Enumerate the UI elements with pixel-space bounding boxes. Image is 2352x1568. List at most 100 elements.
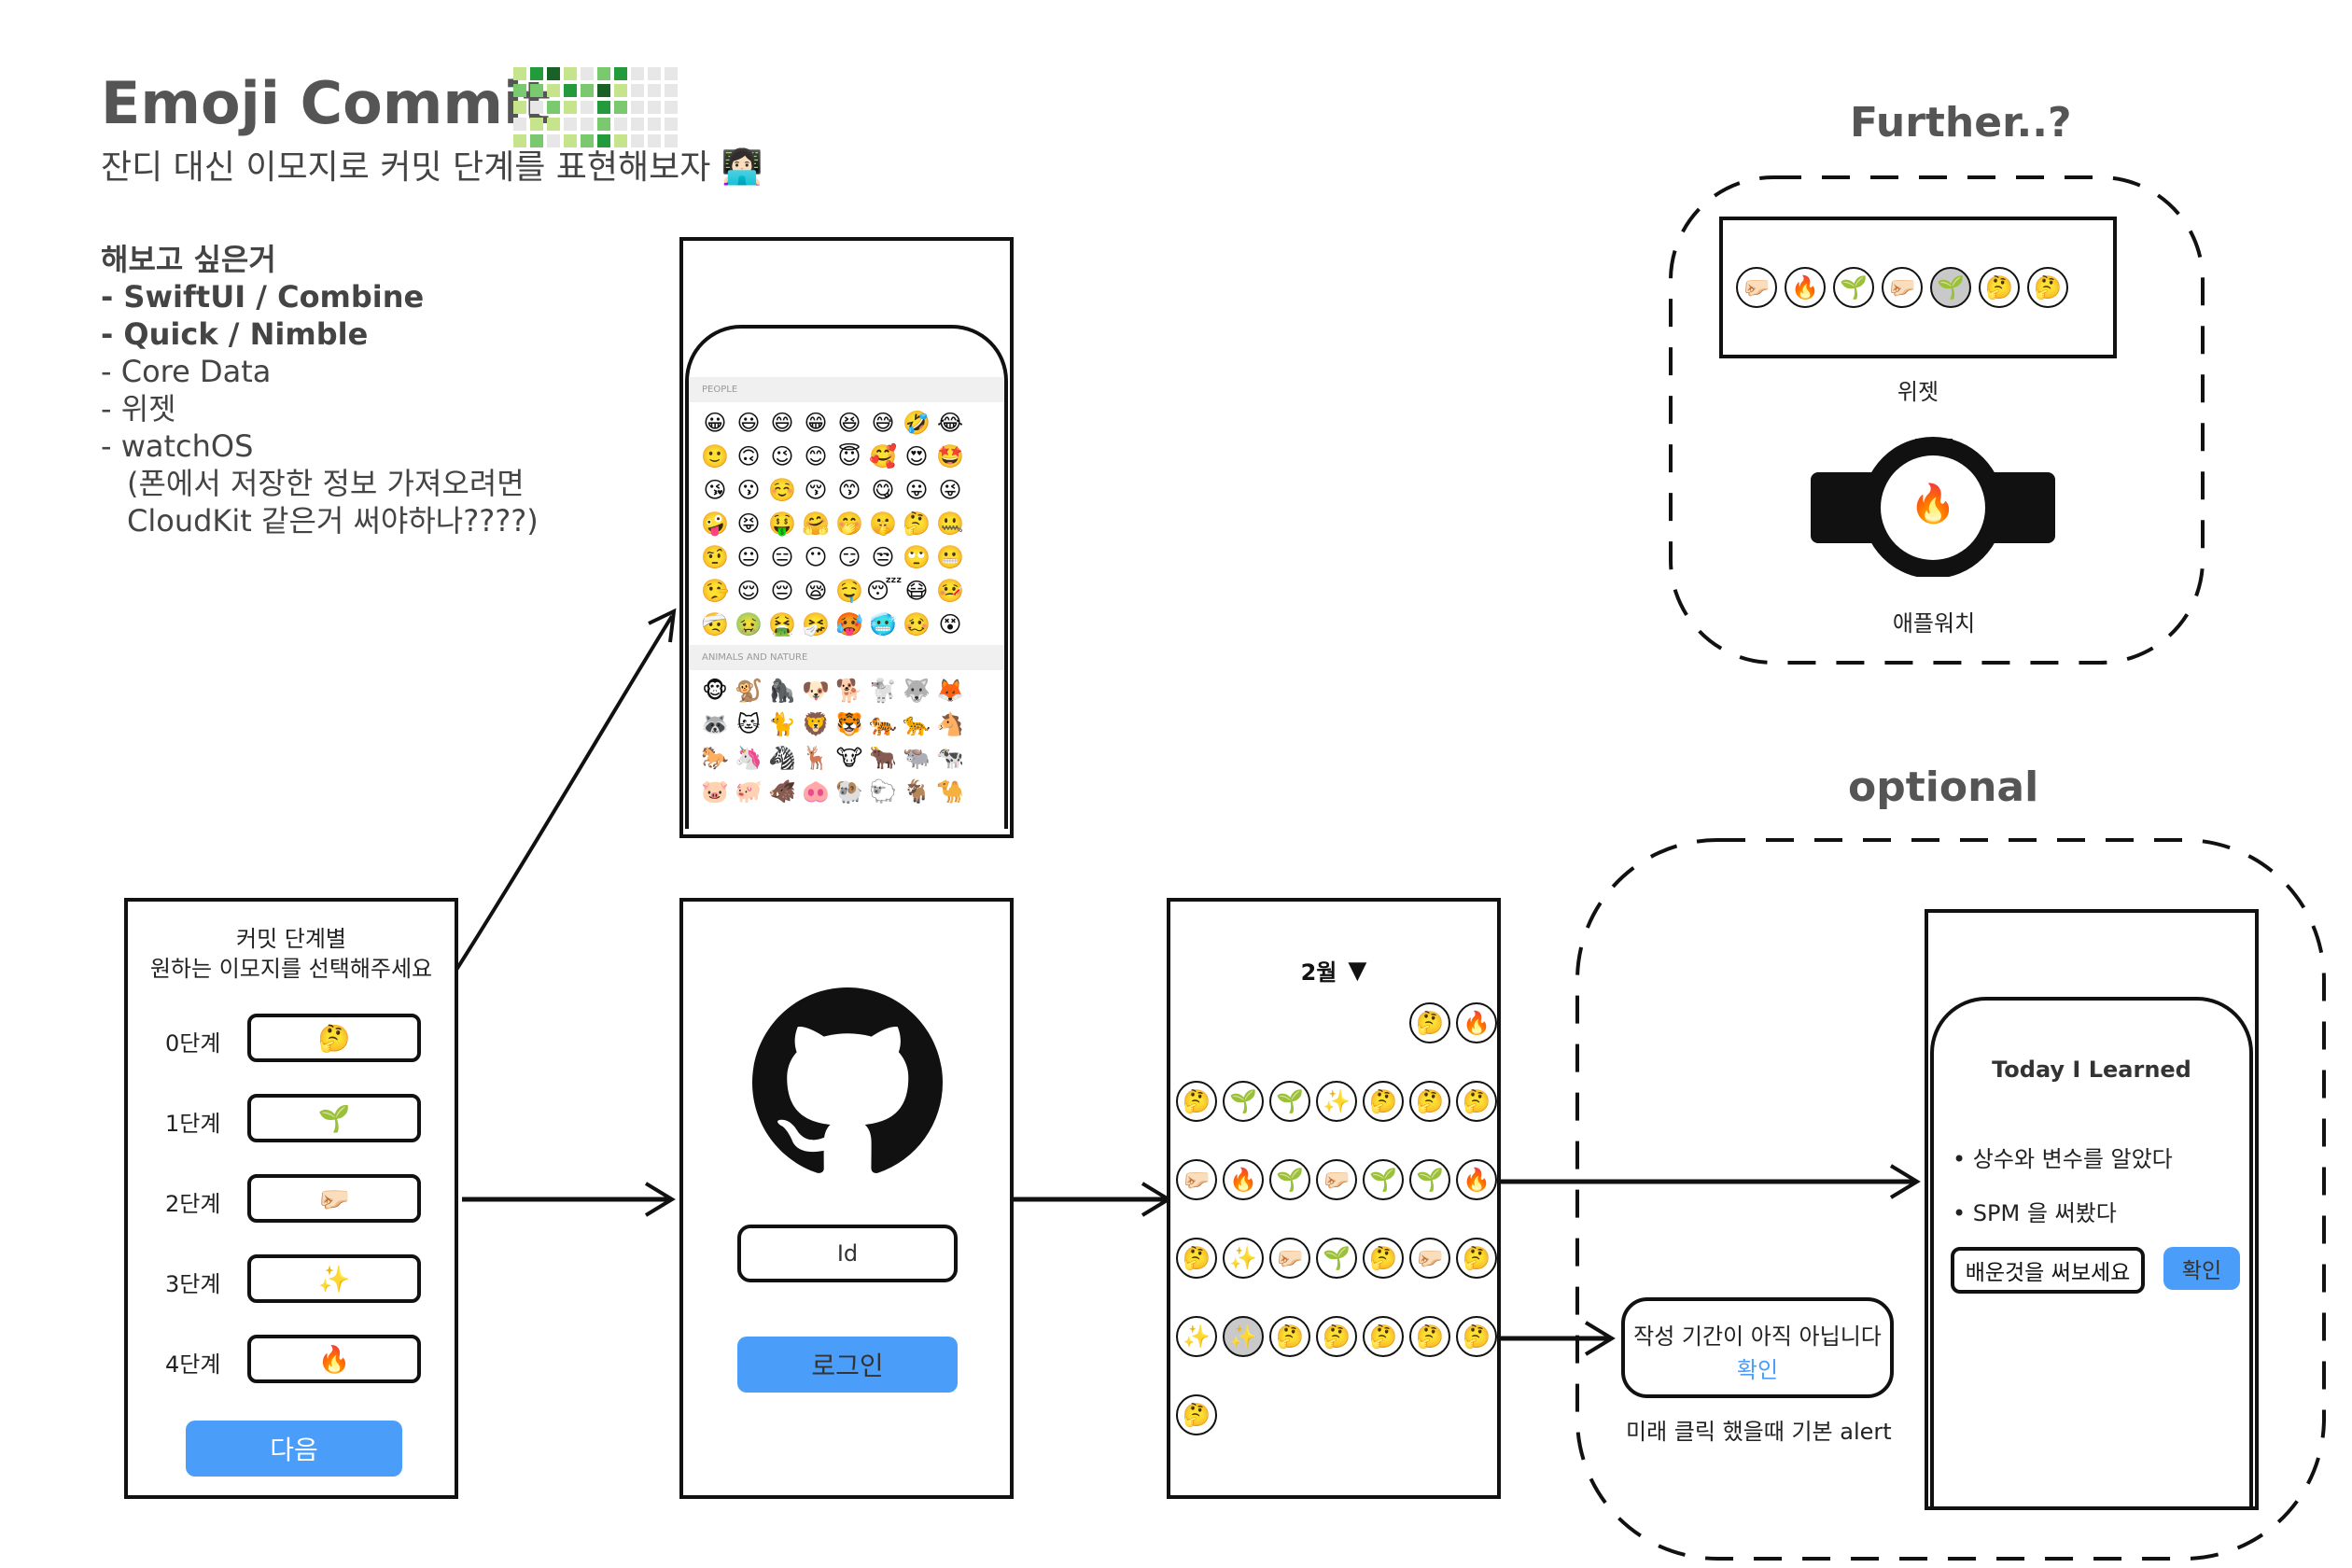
emoji-option[interactable]: 🐎 [701, 745, 729, 771]
emoji-option[interactable]: 🤒 [936, 578, 964, 604]
emoji-option[interactable]: 🐵 [702, 678, 728, 704]
calendar-day-cell[interactable]: 🤔 [1363, 1081, 1404, 1122]
emoji-option[interactable]: 🤔 [903, 511, 931, 537]
calendar-day-cell[interactable]: 🤔 [1456, 1238, 1497, 1279]
emoji-option[interactable]: 🤧 [802, 611, 830, 637]
calendar-day-cell[interactable]: 🤔 [1409, 1081, 1450, 1122]
emoji-option[interactable]: 🥴 [903, 611, 931, 637]
emoji-option[interactable]: 😁 [804, 410, 828, 436]
emoji-option[interactable]: 😄 [770, 410, 794, 436]
emoji-option[interactable]: 🙄 [903, 544, 931, 570]
emoji-option[interactable]: 🤩 [936, 443, 964, 469]
emoji-option[interactable]: 😐 [736, 544, 761, 570]
login-button[interactable]: 로그인 [737, 1337, 958, 1393]
emoji-option[interactable]: 😆 [837, 410, 861, 436]
emoji-option[interactable]: 🦊 [936, 678, 964, 704]
emoji-option[interactable]: 🐖 [735, 778, 763, 805]
emoji-option[interactable]: 😋 [871, 477, 895, 503]
alert-confirm-button[interactable]: 확인 [1736, 1357, 1779, 1383]
calendar-day-cell[interactable]: 🤔 [1176, 1081, 1217, 1122]
emoji-option[interactable]: 🐂 [869, 745, 897, 771]
emoji-option[interactable]: 🤮 [768, 611, 796, 637]
emoji-option[interactable]: 😍 [904, 443, 929, 469]
calendar-day-cell[interactable]: 🌱 [1409, 1159, 1450, 1200]
emoji-option[interactable]: 🤑 [768, 511, 796, 537]
stage-4-emoji-button[interactable]: 🔥 [247, 1335, 421, 1383]
emoji-option[interactable]: 😘 [703, 477, 727, 503]
id-input[interactable]: Id [737, 1225, 958, 1282]
calendar-day-cell[interactable]: 🤔 [1456, 1316, 1497, 1357]
stage-0-emoji-button[interactable]: 🤔 [247, 1014, 421, 1062]
month-selector[interactable]: 2월 ▼ [1170, 954, 1497, 987]
emoji-option[interactable]: 😇 [837, 443, 861, 469]
emoji-option[interactable]: 😂 [936, 410, 964, 436]
emoji-option[interactable]: ☺️ [768, 477, 796, 503]
emoji-option[interactable]: 🐈 [768, 711, 796, 737]
emoji-option[interactable]: 🐯 [835, 711, 863, 737]
calendar-day-cell[interactable]: 🤔 [1176, 1394, 1217, 1435]
emoji-option[interactable]: 🐒 [735, 678, 763, 704]
calendar-day-cell[interactable]: 🤔 [1176, 1238, 1217, 1279]
emoji-option[interactable]: 🐱 [736, 711, 761, 737]
emoji-option[interactable]: 🐕 [835, 678, 863, 704]
emoji-option[interactable]: 🐄 [936, 745, 964, 771]
calendar-day-cell[interactable]: 🤔 [1269, 1316, 1310, 1357]
calendar-day-cell[interactable]: 🤔 [1316, 1316, 1357, 1357]
calendar-day-cell[interactable]: 🤔 [1363, 1238, 1404, 1279]
emoji-option[interactable]: 😊 [804, 443, 828, 469]
calendar-day-cell[interactable]: 🤛🏻 [1409, 1238, 1450, 1279]
emoji-option[interactable]: 😚 [804, 477, 828, 503]
emoji-option[interactable]: 🦓 [768, 745, 796, 771]
til-input[interactable]: 배운것을 써보세요 [1951, 1247, 2145, 1294]
calendar-day-cell[interactable]: 🔥 [1456, 1159, 1497, 1200]
emoji-option[interactable]: 😙 [837, 477, 861, 503]
emoji-option[interactable]: 😗 [736, 477, 761, 503]
calendar-day-cell[interactable]: ✨ [1223, 1238, 1264, 1279]
emoji-option[interactable]: 🐽 [802, 778, 830, 805]
emoji-option[interactable]: 🐷 [701, 778, 729, 805]
emoji-option[interactable]: 🦁 [802, 711, 830, 737]
emoji-option[interactable]: 🤭 [835, 511, 863, 537]
emoji-option[interactable]: 😏 [837, 544, 861, 570]
calendar-day-cell[interactable]: 🤔 [1456, 1081, 1497, 1122]
emoji-option[interactable]: 😅 [871, 410, 895, 436]
calendar-day-cell[interactable]: 🔥 [1456, 1002, 1497, 1043]
emoji-option[interactable]: 🐏 [835, 778, 863, 805]
emoji-option[interactable]: 🙃 [736, 443, 761, 469]
emoji-option[interactable]: 😝 [736, 511, 761, 537]
calendar-day-cell[interactable]: 🤔 [1409, 1002, 1450, 1043]
emoji-option[interactable]: 🦄 [735, 745, 763, 771]
emoji-option[interactable]: 🤣 [903, 410, 931, 436]
calendar-day-cell[interactable]: 🤔 [1409, 1316, 1450, 1357]
calendar-day-cell[interactable]: 🌱 [1363, 1159, 1404, 1200]
calendar-day-cell[interactable]: 🤛🏻 [1269, 1238, 1310, 1279]
calendar-day-cell[interactable]: 🔥 [1223, 1159, 1264, 1200]
calendar-day-cell[interactable]: 🌱 [1269, 1159, 1310, 1200]
calendar-day-cell[interactable]: 🤛🏻 [1176, 1159, 1217, 1200]
emoji-option[interactable]: 🐗 [768, 778, 796, 805]
emoji-option[interactable]: 😛 [904, 477, 929, 503]
emoji-option[interactable]: 😬 [936, 544, 964, 570]
emoji-option[interactable]: 🐶 [802, 678, 830, 704]
calendar-day-cell[interactable]: 🌱 [1316, 1238, 1357, 1279]
emoji-option[interactable]: 😪 [804, 578, 828, 604]
emoji-option[interactable]: 🤕 [701, 611, 729, 637]
emoji-option[interactable]: 😉 [770, 443, 794, 469]
emoji-option[interactable]: 😷 [904, 578, 929, 604]
emoji-option[interactable]: 🥵 [835, 611, 863, 637]
emoji-option[interactable]: 😔 [770, 578, 794, 604]
calendar-day-cell[interactable]: 🤛🏻 [1316, 1159, 1357, 1200]
emoji-option[interactable]: 🤐 [936, 511, 964, 537]
calendar-day-cell[interactable]: 🌱 [1223, 1081, 1264, 1122]
emoji-option[interactable]: 🐪 [936, 778, 964, 805]
next-button[interactable]: 다음 [186, 1421, 402, 1477]
emoji-option[interactable]: 😶 [804, 544, 828, 570]
emoji-option[interactable]: 🐆 [903, 711, 931, 737]
calendar-day-cell[interactable]: ✨ [1176, 1316, 1217, 1357]
emoji-option[interactable]: 🐐 [903, 778, 931, 805]
emoji-option[interactable]: 😌 [736, 578, 761, 604]
emoji-option[interactable]: 🐃 [903, 745, 931, 771]
emoji-option[interactable]: 🦝 [701, 711, 729, 737]
stage-1-emoji-button[interactable]: 🌱 [247, 1094, 421, 1142]
emoji-option[interactable]: 🐺 [903, 678, 931, 704]
